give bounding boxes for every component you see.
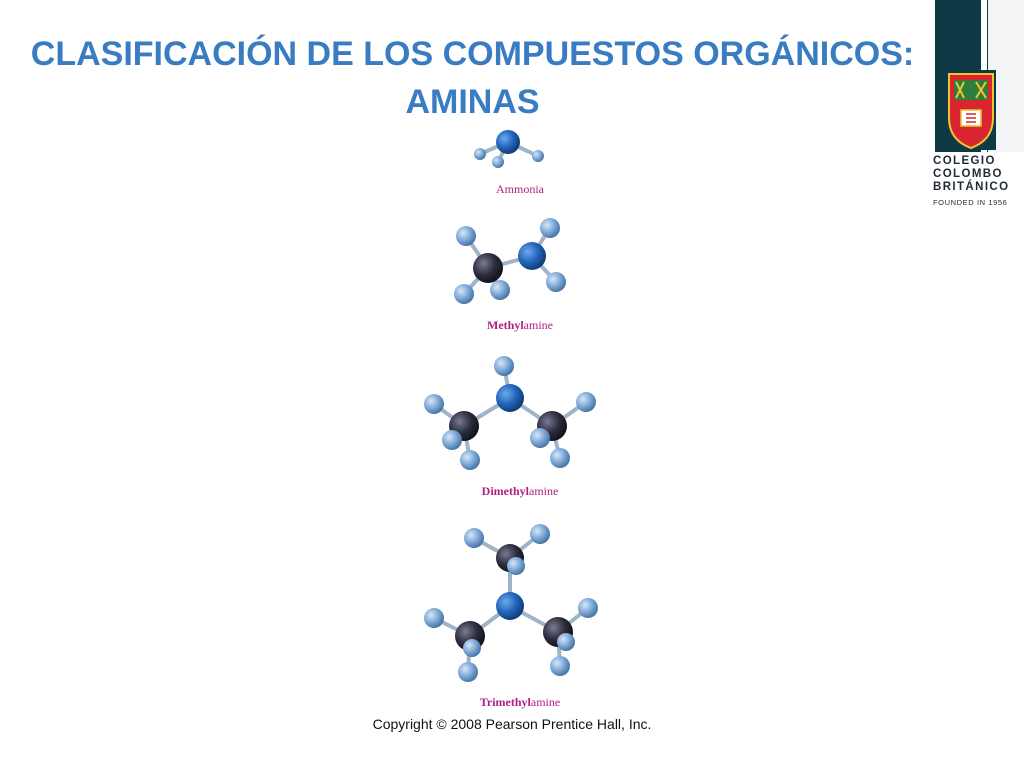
trimethylamine-model [424,524,598,682]
dimethylamine-caption: Dimethylamine [400,484,640,499]
trimethylamine-caption: Trimethylamine [400,695,640,710]
molecule-models [424,130,598,682]
ammonia-model [474,130,544,168]
dimethylamine-model [424,356,596,470]
trimethylamine-caption-bold: Trimethyl [479,695,531,709]
slide-title-line2: AMINAS [405,83,540,121]
amine-molecules-figure: Ammonia Methylamine Dimethylamine Trimet… [400,120,640,720]
methylamine-caption-text: amine [523,318,553,332]
ammonia-caption: Ammonia [400,182,640,197]
dimethylamine-caption-text: amine [529,484,559,498]
methylamine-caption-bold: Methyl [487,318,524,332]
slide-title: CLASIFICACIÓN DE LOS COMPUESTOS ORGÁNICO… [0,30,945,126]
school-name-line1: COLEGIO [933,155,996,167]
trimethylamine-caption-text: amine [530,695,561,709]
dimethylamine-caption-bold: Dimethyl [481,484,529,498]
methylamine-model [454,218,566,304]
ammonia-caption-text: Ammonia [496,182,544,196]
school-name-line3: BRITÁNICO [933,181,1010,193]
founded-year: FOUNDED IN 1956 [933,198,1008,207]
school-name: COLEGIO COLOMBO BRITÁNICO FOUNDED IN 195… [933,155,1023,210]
school-name-line2: COLOMBO [933,168,1003,180]
slide-title-line1: CLASIFICACIÓN DE LOS COMPUESTOS ORGÁNICO… [30,35,915,73]
school-crest-icon [946,70,996,150]
methylamine-caption: Methylamine [400,318,640,333]
copyright-notice: Copyright © 2008 Pearson Prentice Hall, … [372,716,652,732]
